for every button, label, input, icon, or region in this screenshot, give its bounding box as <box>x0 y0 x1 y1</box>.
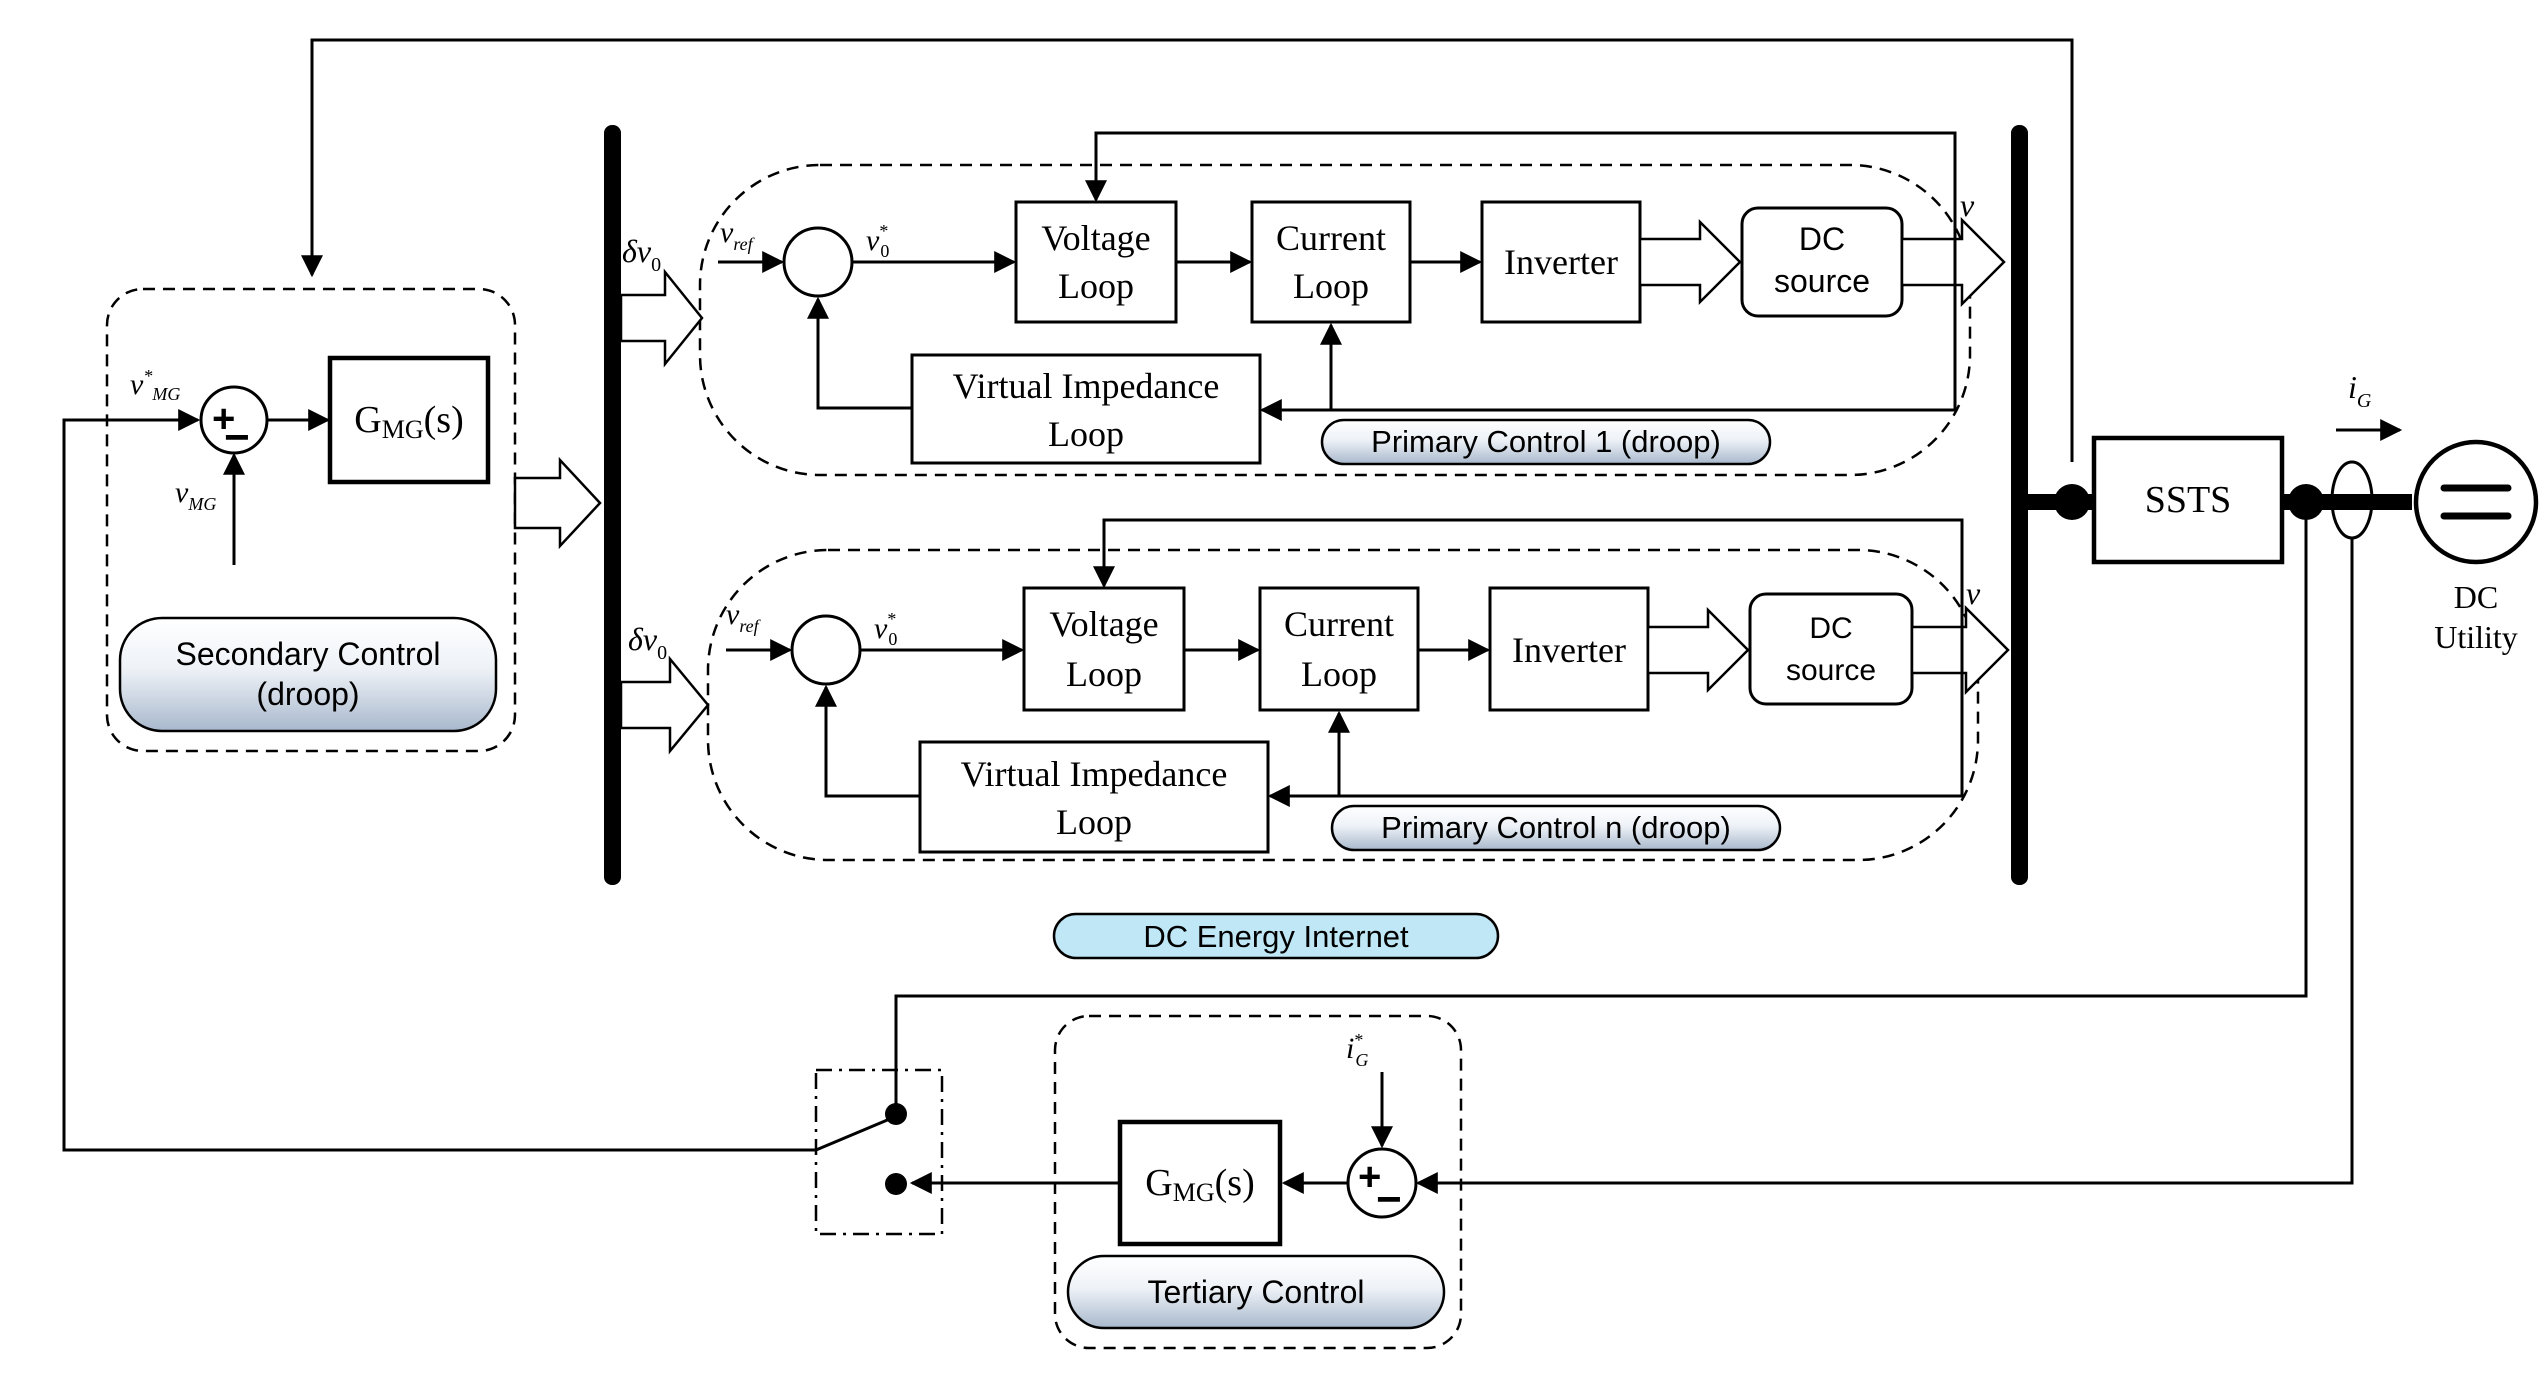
primary-1-virtual-impedance-block <box>910 353 1262 465</box>
grid-current-label: iG <box>2348 369 2372 412</box>
primary-1-voltage-loop-line1: Voltage <box>1041 218 1150 258</box>
primary-n-current-loop-line2: Loop <box>1301 654 1377 694</box>
primary-n-top-feedback-wire <box>1093 518 1964 650</box>
primary-n-virtual-line2: Loop <box>1056 802 1132 842</box>
primary-1-virtual-line1: Virtual Impedance <box>953 366 1220 406</box>
primary-n-virtual-impedance-block <box>918 740 1270 854</box>
dc-utility-line1: DC <box>2454 579 2498 615</box>
primary-1-v-out-label: v <box>1960 187 1975 223</box>
tertiary-sum-plus: + <box>1358 1155 1381 1199</box>
dc-energy-internet-pill <box>1052 912 1500 960</box>
primary-n-dc-source-line2: source <box>1786 654 1876 687</box>
primary-1-virtual-to-sum-wire <box>807 296 912 410</box>
primary-control-n-pill-label: Primary Control n (droop) <box>1381 810 1731 845</box>
primary-control-1: δv0 vref v*0 Voltage Loop Current Loop I… <box>619 131 2006 477</box>
primary-n-output-arrow <box>1910 604 2010 696</box>
grid-current-feedback-wire <box>1420 538 2354 1185</box>
primary-1-delta-label: δv0 <box>622 233 661 276</box>
primary-n-delta-label: δv0 <box>628 621 667 664</box>
primary-1-current-loop-line2: Loop <box>1293 266 1369 306</box>
primary-1-inverter-dc-arrow <box>1638 218 1742 306</box>
primary-n-summing-junction <box>790 614 862 686</box>
primary-n-inverter-label: Inverter <box>1512 630 1626 670</box>
primary-n-bottom-feedback-wire <box>1267 650 1964 807</box>
tertiary-pill-label: Tertiary Control <box>1148 1274 1365 1310</box>
secondary-pill-line2: (droop) <box>256 676 359 712</box>
primary-n-virtual-line1: Virtual Impedance <box>961 754 1228 794</box>
ssts-label: SSTS <box>2145 479 2232 521</box>
primary-1-voltage-loop-line2: Loop <box>1058 266 1134 306</box>
switch-contact-bottom <box>885 1173 907 1195</box>
primary-control-n-pill <box>1330 804 1782 852</box>
primary-control-1-pill-label: Primary Control 1 (droop) <box>1371 424 1721 459</box>
primary-n-voltage-loop-line2: Loop <box>1066 654 1142 694</box>
primary-1-delta-arrow <box>619 268 704 368</box>
secondary-control-block: v*MG + − vMG GMG(s) Secondary Control (d… <box>105 287 517 753</box>
primary-n-vref-label: vref <box>726 598 762 636</box>
primary-n-voltage-loop-block <box>1022 586 1186 712</box>
top-feedback-wire <box>301 38 2074 462</box>
right-dc-bus <box>2011 125 2028 885</box>
ssts-block <box>2091 435 2285 565</box>
primary-n-virtual-to-sum-wire <box>815 684 920 798</box>
primary-n-v0-label: v*0 <box>874 609 897 649</box>
primary-1-summing-junction <box>782 226 854 298</box>
primary-1-virtual-line2: Loop <box>1048 414 1124 454</box>
secondary-meas-label: vMG <box>175 476 216 514</box>
primary-n-v-out-label: v <box>1966 575 1981 611</box>
primary-1-current-loop-block <box>1250 200 1412 324</box>
mode-selector-switch-boundary <box>814 1068 944 1236</box>
secondary-ref-label: v*MG <box>130 366 180 404</box>
secondary-gmg-block <box>327 355 491 485</box>
primary-1-inverter-block <box>1480 200 1642 324</box>
bus-junction-left <box>2054 484 2090 520</box>
primary-1-inverter-label: Inverter <box>1504 242 1618 282</box>
secondary-sum-minus: − <box>224 413 250 462</box>
tertiary-control-pill <box>1066 1254 1446 1330</box>
tertiary-control-block: i*G + − GMG(s) Tertiary Control <box>909 1014 1463 1350</box>
primary-n-dc-source-block <box>1748 592 1914 706</box>
primary-n-current-loop-line1: Current <box>1284 604 1394 644</box>
bus-voltage-feedback-wire <box>894 502 2308 1114</box>
switch-blade <box>815 1116 893 1152</box>
primary-1-output-arrow <box>1900 216 2006 308</box>
primary-1-v0-label: v*0 <box>866 221 889 261</box>
primary-n-dc-source-line1: DC <box>1809 612 1852 645</box>
secondary-pill-line1: Secondary Control <box>175 636 440 672</box>
secondary-gmg-label: GMG(s) <box>354 399 463 444</box>
primary-n-voltage-loop-line1: Voltage <box>1049 604 1158 644</box>
dc-energy-internet-label: DC Energy Internet <box>1143 919 1409 954</box>
secondary-control-pill <box>118 616 498 733</box>
dc-utility-symbol <box>2413 439 2539 565</box>
primary-1-bottom-feedback-wire <box>1259 262 1957 421</box>
primary-n-delta-arrow <box>619 655 710 755</box>
switch-contact-top <box>885 1103 907 1125</box>
primary-1-vref-label: vref <box>720 216 756 254</box>
primary-n-inverter-dc-arrow <box>1646 606 1750 694</box>
primary-control-n: δv0 vref v*0 Voltage Loop Current Loop I… <box>619 518 2010 862</box>
primary-1-top-feedback-wire <box>1085 131 1957 262</box>
secondary-sum-plus: + <box>212 397 235 441</box>
primary-1-dc-source-line1: DC <box>1799 221 1845 257</box>
left-dc-bus <box>604 125 621 885</box>
primary-1-current-loop-line1: Current <box>1276 218 1386 258</box>
tertiary-ref-label: i*G <box>1346 1030 1368 1070</box>
tertiary-sum-minus: − <box>1376 1175 1402 1224</box>
tertiary-gmg-label: GMG(s) <box>1145 1162 1254 1207</box>
dc-utility-line2: Utility <box>2434 619 2518 655</box>
primary-1-dc-source-line2: source <box>1774 263 1870 299</box>
primary-control-1-pill <box>1320 418 1772 466</box>
secondary-output-arrow <box>513 456 602 550</box>
switch-to-secondary-wire <box>62 409 816 1152</box>
